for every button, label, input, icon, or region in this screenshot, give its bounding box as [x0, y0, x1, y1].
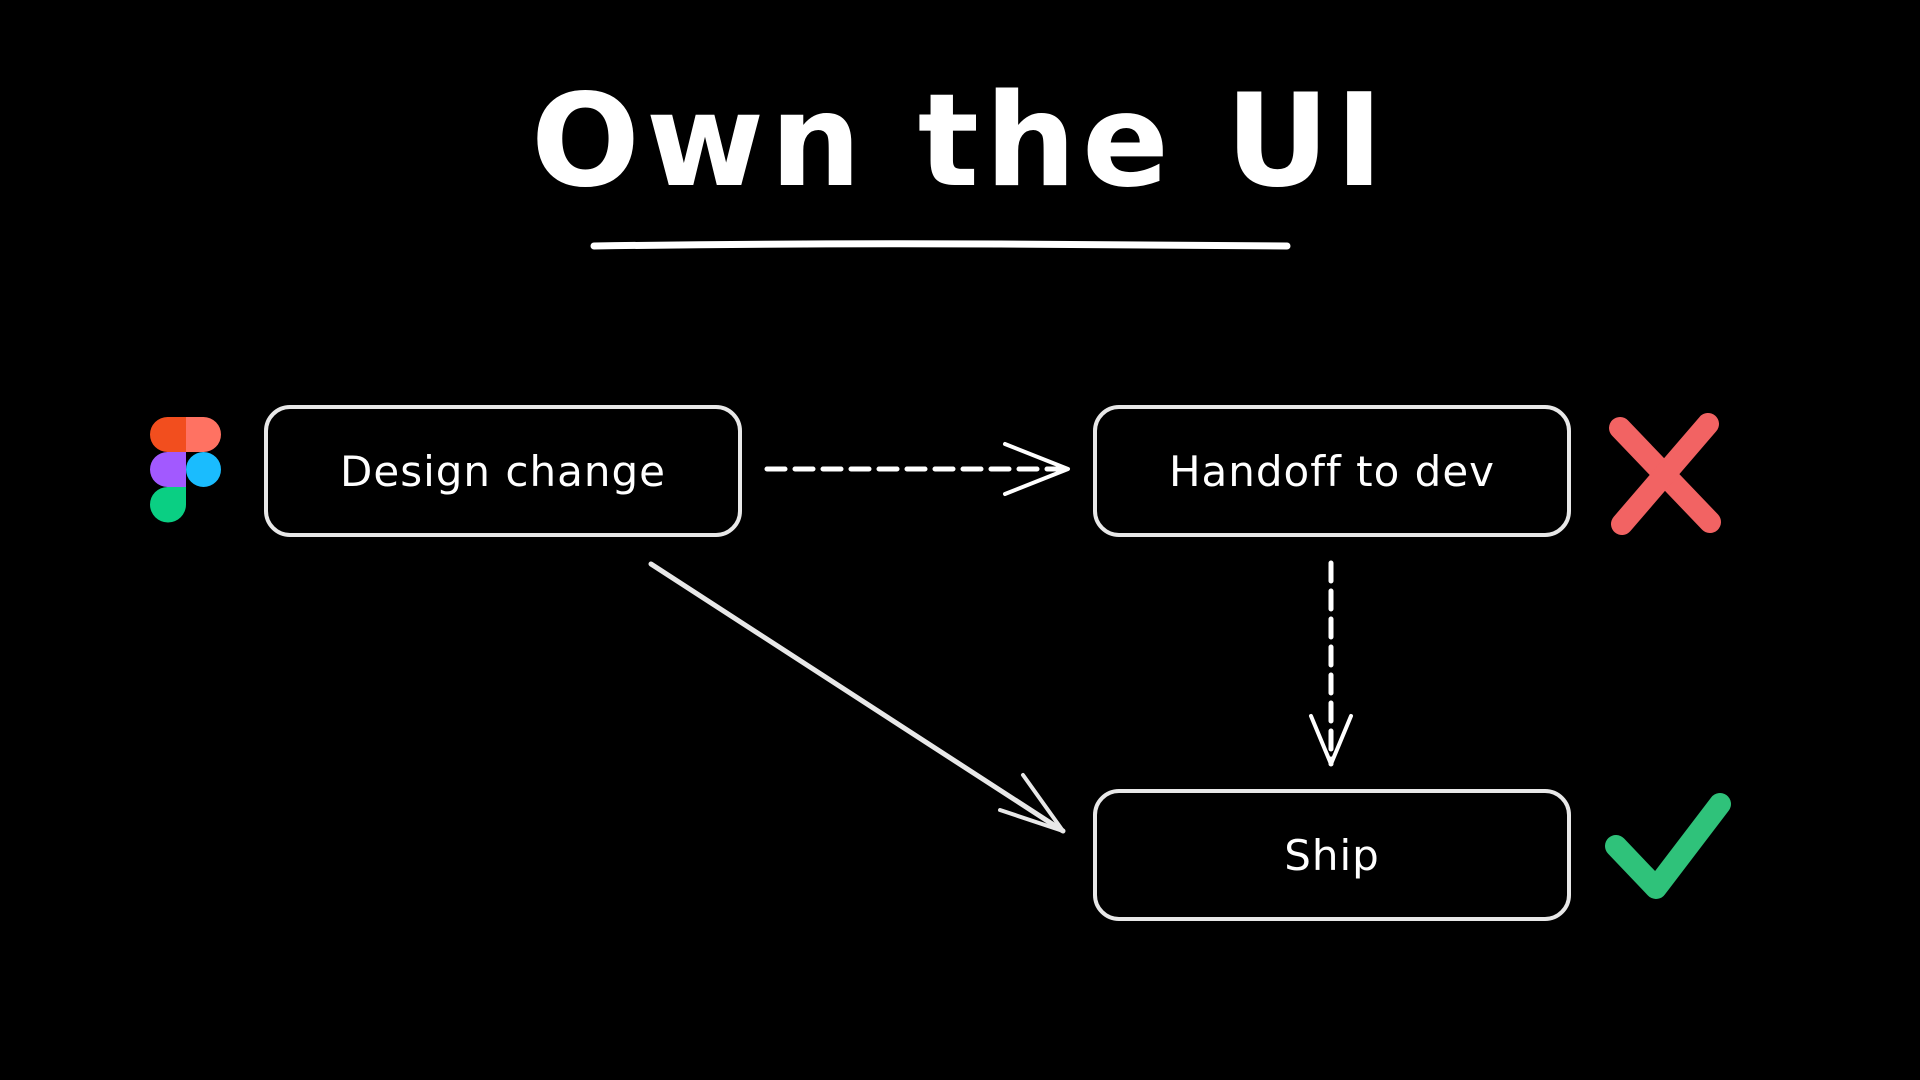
solid-arrow-head	[998, 773, 1065, 833]
solid-arrow-design-to-ship	[648, 561, 1066, 834]
node-design-change-label: Design change	[340, 446, 666, 496]
node-handoff-to-dev-label: Handoff to dev	[1168, 446, 1496, 496]
node-design-change: Design change	[264, 405, 742, 537]
figma-logo-icon	[150, 417, 221, 523]
red-x-icon	[1609, 413, 1721, 535]
dashed-arrow-head-down	[1309, 714, 1353, 766]
dashed-arrow-head-right	[1003, 442, 1070, 496]
node-ship-label: Ship	[1284, 830, 1380, 880]
title-underline	[590, 240, 1291, 250]
green-check-icon	[1605, 793, 1731, 899]
page-title: Own the UI	[531, 67, 1389, 216]
node-handoff-to-dev: Handoff to dev	[1093, 405, 1571, 537]
node-ship: Ship	[1093, 789, 1571, 921]
